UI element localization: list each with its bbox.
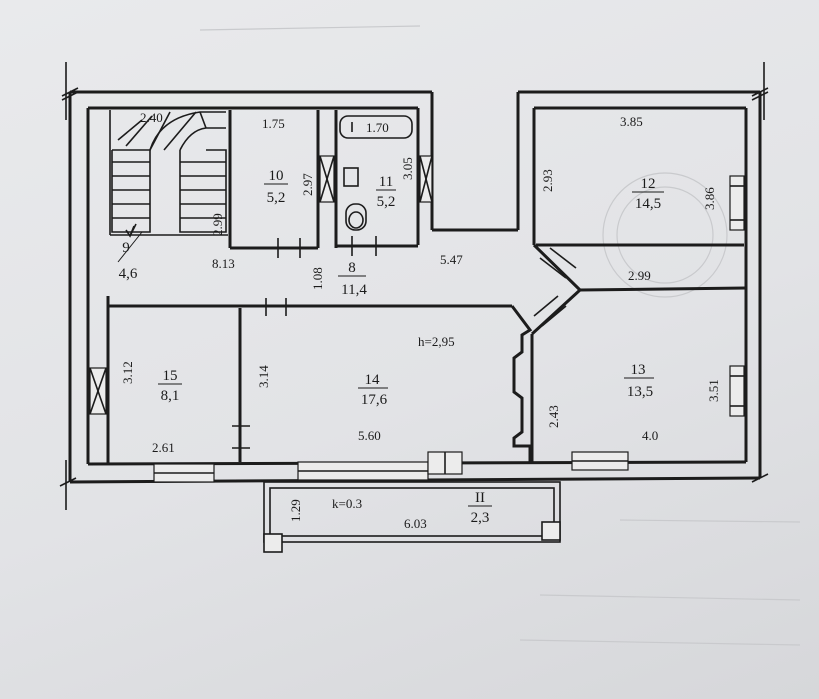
dim-label: 6.03 [404, 516, 427, 531]
room-14-label: 14 17,6 [358, 372, 388, 408]
dim-label: 1.08 [310, 267, 325, 290]
room-8-label: 8 11,4 [338, 260, 367, 298]
dim-label: 4.0 [642, 428, 658, 443]
room-12-label: 12 14,5 [632, 176, 664, 212]
room-13-number: 13 [631, 362, 646, 378]
room-9-label: 9 4,6 [117, 231, 143, 282]
balcony-label: II 2,3 [468, 490, 492, 526]
room-11-area: 5,2 [377, 194, 396, 210]
dim-label: 2.99 [628, 268, 651, 283]
room-10-area: 5,2 [267, 190, 286, 206]
dim-label: 2.43 [546, 405, 561, 428]
door-marks [232, 236, 577, 449]
room-8-area: 11,4 [341, 282, 367, 298]
dim-label: 2.61 [152, 440, 175, 455]
room-11-number: 11 [379, 174, 393, 190]
bathroom-fixtures [339, 115, 413, 231]
balcony-number: II [475, 490, 485, 506]
dim-label: 2.99 [210, 213, 225, 236]
balcony-area: 2,3 [471, 510, 490, 526]
room-9-area: 4,6 [119, 266, 138, 282]
balcony [263, 481, 561, 553]
room-13-area: 13,5 [627, 384, 653, 400]
dim-label: 3.05 [400, 157, 415, 180]
dim-label: 3.86 [702, 187, 717, 210]
room-11-label: 11 5,2 [376, 174, 396, 210]
dim-label: 3.85 [620, 114, 643, 129]
room-14-area: 17,6 [361, 392, 388, 408]
dim-label: 8.13 [212, 256, 235, 271]
dim-label: 1.29 [288, 499, 303, 522]
dim-label: 2.97 [300, 173, 315, 196]
dim-label: 2.40 [140, 110, 163, 125]
dim-label: 2.93 [540, 169, 555, 192]
room-10-number: 10 [269, 168, 284, 184]
room-15-number: 15 [163, 368, 178, 384]
room-9-number: 9 [122, 240, 130, 256]
background-stamp [602, 172, 728, 298]
room-12-area: 14,5 [635, 196, 661, 212]
dim-label: 1.75 [262, 116, 285, 131]
room-8-number: 8 [348, 260, 356, 276]
dim-label: 5.60 [358, 428, 381, 443]
room-15-label: 15 8,1 [158, 368, 182, 404]
balcony-coefficient: k=0.3 [332, 496, 362, 511]
windows [89, 155, 745, 483]
dim-label: 3.51 [706, 379, 721, 402]
background-lines [199, 25, 801, 646]
dimensions: 2.40 1.75 1.70 3.85 8.13 5.47 2.99 2.61 … [120, 110, 721, 531]
dim-label: 1.70 [366, 120, 389, 135]
dim-label: 3.14 [256, 365, 271, 388]
room-15-area: 8,1 [161, 388, 180, 404]
room-12-number: 12 [641, 176, 656, 192]
dim-label: 3.12 [120, 361, 135, 384]
annotations: h=2,95 k=0.3 [332, 334, 455, 511]
interior-walls [106, 108, 747, 464]
room-10-label: 10 5,2 [264, 168, 288, 206]
room-13-label: 13 13,5 [624, 362, 654, 400]
staircase [111, 111, 227, 238]
ceiling-height: h=2,95 [418, 334, 455, 349]
dim-label: 5.47 [440, 252, 463, 267]
room-14-number: 14 [365, 372, 381, 388]
